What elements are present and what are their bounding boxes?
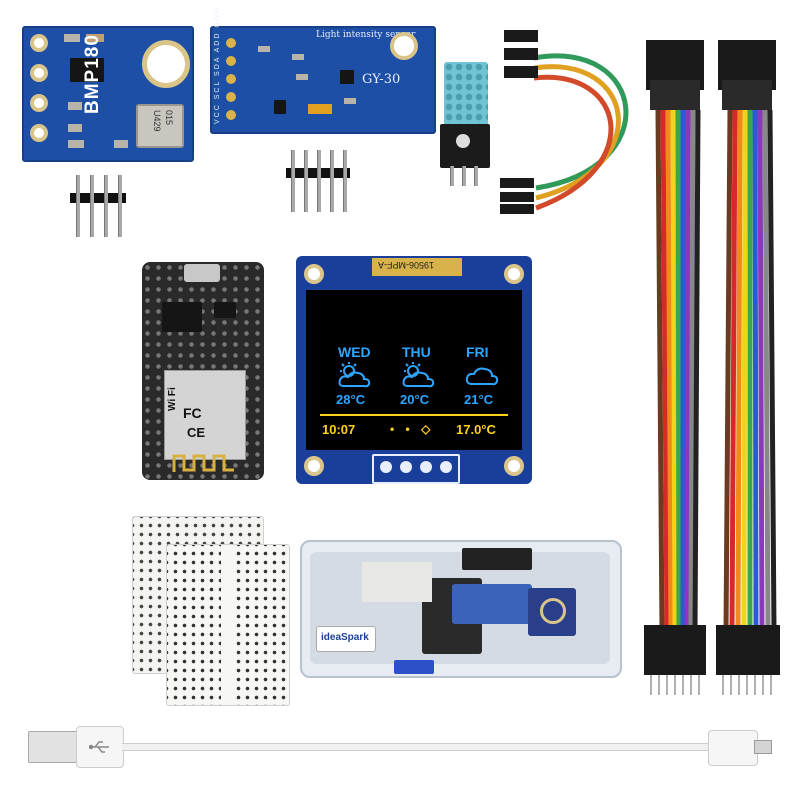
oled-flex-cable: 19506-MPF-A xyxy=(372,258,462,276)
nodemcu-board: Wi Fi FC CE xyxy=(142,262,264,480)
storage-box: ideaSpark xyxy=(300,540,622,678)
oled-module: 19506-MPF-A WED THU FRI 28°C 2 xyxy=(296,256,532,484)
micro-usb-port xyxy=(184,264,220,282)
mini-breadboard-front xyxy=(166,544,290,706)
esp8266-module: Wi Fi FC CE xyxy=(164,370,246,460)
gy30-pin-header xyxy=(286,150,350,212)
box-content-module xyxy=(452,584,532,624)
wifi-logo: Wi Fi xyxy=(167,387,178,411)
bmp180-label: BMP180 xyxy=(82,34,103,114)
partly-sunny-icon xyxy=(338,362,371,388)
dupont-cable-3wire xyxy=(500,30,629,214)
gy30-title: Light intensity sensor xyxy=(316,30,416,40)
day-1-temp: 28°C xyxy=(336,392,366,407)
cloud-icon xyxy=(465,367,499,386)
oled-current-temp: 17.0°C xyxy=(456,422,496,437)
antenna-trace xyxy=(172,454,234,472)
day-3-name: FRI xyxy=(466,344,489,360)
micro-usb-connector xyxy=(754,740,772,754)
box-content-breadboard xyxy=(362,562,432,602)
oled-screen: WED THU FRI 28°C 20°C 21°C 10:0 xyxy=(306,290,522,450)
day-2-name: THU xyxy=(402,344,431,360)
gy30-pin-labels: VCC SCL SDA ADD GND xyxy=(214,6,221,124)
fc-mark: FC xyxy=(183,405,202,421)
day-2-temp: 20°C xyxy=(400,392,430,407)
oled-status-dots: • • ◇ xyxy=(390,422,435,436)
oled-flex-code: 19506-MPF-A xyxy=(378,260,435,270)
bmp180-chip-line2: 015 xyxy=(164,110,174,126)
bmp180-sensor-chip: U429 015 xyxy=(136,104,184,148)
box-brand-label: ideaSpark xyxy=(321,632,369,643)
oled-divider xyxy=(320,414,508,416)
jumper-wires-right xyxy=(716,40,780,695)
bmp180-module: BMP180 U429 015 xyxy=(22,26,194,162)
jumper-wires-left xyxy=(644,40,706,695)
gy30-model: GY-30 xyxy=(362,72,401,87)
usb-a-body xyxy=(76,726,124,768)
oled-pin-pads xyxy=(372,454,460,484)
partly-sunny-icon xyxy=(402,362,435,388)
bmp180-chip-line1: U429 xyxy=(152,110,162,132)
bmp180-pin-header xyxy=(70,175,126,237)
gy30-module: Light intensity sensor GY-30 VCC SCL SDA… xyxy=(210,6,436,134)
ce-mark: CE xyxy=(187,425,206,440)
day-3-temp: 21°C xyxy=(464,392,494,407)
dht11-sensor xyxy=(440,62,490,186)
box-brand-sticker: ideaSpark xyxy=(316,626,376,652)
micro-usb-body xyxy=(708,730,758,766)
usb-a-connector xyxy=(28,731,80,763)
oled-time: 10:07 xyxy=(322,422,356,437)
usb-cable-wire xyxy=(122,743,712,751)
day-1-name: WED xyxy=(338,344,371,360)
usb-icon xyxy=(89,741,109,753)
